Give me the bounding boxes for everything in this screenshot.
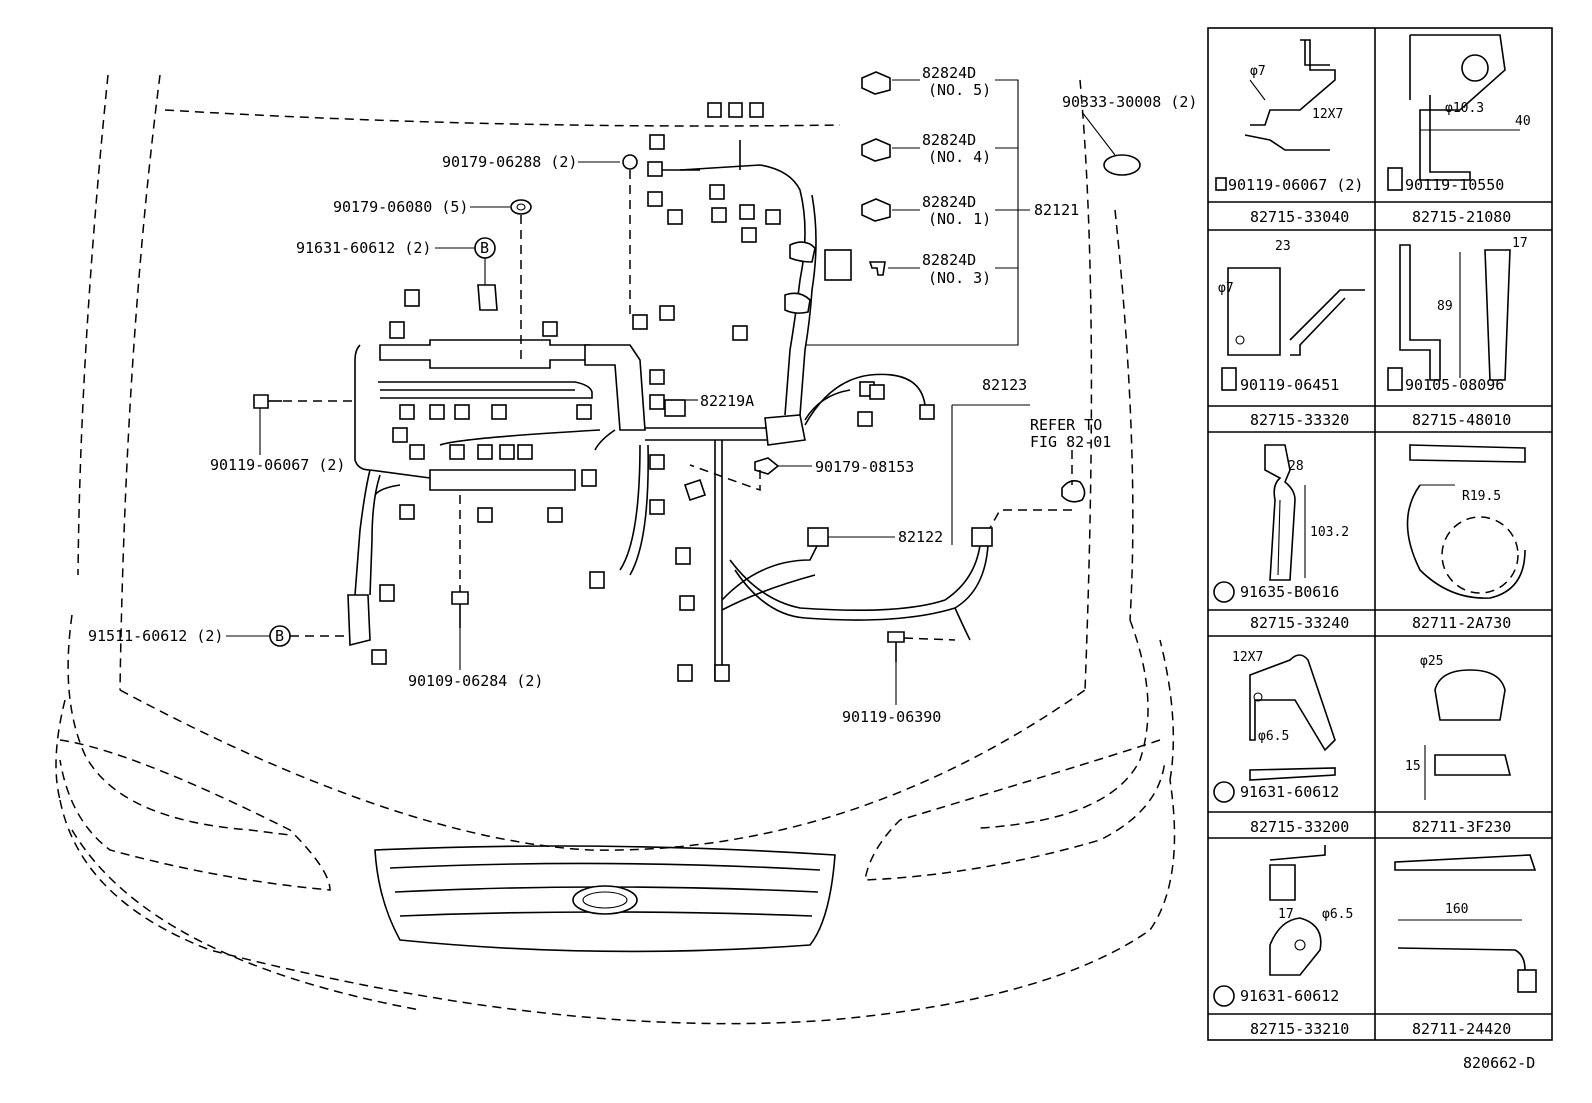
cap-no5-no: (NO. 5): [928, 81, 991, 99]
panel-dim: φ7: [1218, 281, 1234, 296]
relay-block-icon: [664, 399, 686, 417]
panel-dim: 103.2: [1310, 525, 1349, 540]
cap-icon-no5: [861, 71, 891, 95]
panel-part-label: 91635-B0616: [1240, 583, 1339, 601]
bolt-90119-06067-label: 90119-06067 (2): [210, 456, 345, 474]
panel-82715-33040: φ7 12X7 90119-06067 (2) 82715-33040: [1215, 39, 1363, 226]
panel-caption: 82715-33040: [1250, 208, 1349, 226]
nut-label: 90179-06080 (5): [333, 198, 468, 216]
panel-dim: φ6.5: [1258, 729, 1289, 744]
vehicle-outline: [55, 74, 1176, 1025]
panel-82715-48010: 17 89 90105-08096 82715-48010: [1387, 236, 1528, 429]
b-marker-icon: [1213, 581, 1235, 603]
panel-82711-2A730: R19.5 82711-2A730: [1406, 444, 1526, 632]
b-marker-icon: [1213, 781, 1235, 803]
parts-table: φ7 12X7 90119-06067 (2) 82715-33040 φ10.…: [1207, 27, 1553, 1041]
cap-no3-part: 82824D: [922, 251, 976, 269]
bolt-90119-06390-label: 90119-06390: [842, 708, 941, 726]
bolt-icon: [1215, 177, 1227, 191]
engine-wire-harness: [347, 102, 993, 682]
b-marker-icon: [1213, 985, 1235, 1007]
panel-82715-33210: 17 φ6.5 91631-60612 82715-33210: [1213, 845, 1353, 1038]
panel-dim: 89: [1437, 299, 1453, 314]
flange-nut-icon: [754, 457, 780, 475]
bolt-icon: [1387, 167, 1403, 191]
panel-dim: 17: [1278, 907, 1294, 922]
cap-no4-no: (NO. 4): [928, 148, 991, 166]
bolt-icon: [451, 591, 469, 605]
panel-caption: 82715-33200: [1250, 818, 1349, 836]
panel-part-label: 90105-08096: [1405, 376, 1504, 394]
part-labels: 82824D (NO. 5) 82824D (NO. 4) 82824D (NO…: [88, 64, 1197, 726]
fastener-icons: B B: [253, 71, 1141, 662]
nut-icon: [510, 199, 532, 215]
bolt-91631-label: 91631-60612 (2): [296, 239, 431, 257]
harness-connectors: [347, 102, 993, 682]
panel-dim: 15: [1405, 759, 1421, 774]
harness-82123-label: 82123: [982, 376, 1027, 394]
grommet-icon: [1103, 154, 1141, 176]
panel-caption: 82715-48010: [1412, 411, 1511, 429]
panel-82715-33240: 28 103.2 91635-B0616 82715-33240: [1213, 444, 1349, 632]
grommet-label: 90333-30008 (2): [1062, 93, 1197, 111]
clip-label: 90179-06288 (2): [442, 153, 577, 171]
cap-icon-no3: [868, 261, 886, 276]
panel-dim: 28: [1288, 459, 1304, 474]
panel-part-label: 91631-60612: [1240, 783, 1339, 801]
panel-caption: 82711-24420: [1412, 1020, 1511, 1038]
grommet-icon: [1061, 480, 1086, 503]
panel-dim: 17: [1512, 236, 1528, 251]
b-marker-label: B: [275, 627, 284, 645]
cap-no4-part: 82824D: [922, 131, 976, 149]
panel-dim: R19.5: [1462, 489, 1501, 504]
harness-82122-label: 82122: [898, 528, 943, 546]
bolt-icon: [887, 631, 905, 643]
bolt-91511-label: 91511-60612 (2): [88, 627, 223, 645]
nut-08153-label: 90179-08153: [815, 458, 914, 476]
harness-main-label: 82121: [1034, 201, 1079, 219]
panel-part-label: 90119-06451: [1240, 376, 1339, 394]
panel-dim: 12X7: [1312, 107, 1343, 122]
panel-82715-33320: 23 φ7 90119-06451 82715-33320: [1218, 239, 1365, 429]
panel-part-label: 91631-60612: [1240, 987, 1339, 1005]
bolt-icon: [1221, 367, 1237, 391]
cap-no5-part: 82824D: [922, 64, 976, 82]
panel-caption: 82715-33210: [1250, 1020, 1349, 1038]
relay-block-label: 82219A: [700, 392, 754, 410]
panel-dim: 12X7: [1232, 650, 1263, 665]
panel-dim: φ6.5: [1322, 907, 1353, 922]
panel-dim: φ25: [1420, 654, 1443, 669]
bolt-icon: [253, 394, 269, 409]
leader-lines: [226, 79, 1116, 705]
panel-caption: 82711-3F230: [1412, 818, 1511, 836]
b-marker-label: B: [480, 239, 489, 257]
cap-icon-no1: [861, 198, 891, 222]
panel-82711-3F230: φ25 15 82711-3F230: [1405, 654, 1511, 836]
panel-part-label: 90119-06067 (2): [1228, 176, 1363, 194]
figure-code: 820662-D: [1463, 1054, 1535, 1072]
panel-dim: 160: [1445, 902, 1468, 917]
panel-82715-33200: 12X7 φ6.5 91631-60612 82715-33200: [1213, 650, 1349, 836]
cap-no3-no: (NO. 3): [928, 269, 991, 287]
clip-icon: [622, 154, 638, 170]
refer-line1: REFER TO: [1030, 416, 1102, 434]
panel-dim: 40: [1515, 114, 1531, 129]
panel-dim: 23: [1275, 239, 1291, 254]
cap-icon-no4: [861, 138, 891, 162]
panel-caption: 82715-33240: [1250, 614, 1349, 632]
refer-line2: FIG 82-01: [1030, 433, 1111, 451]
panel-82715-21080: φ10.3 40 90119-10550 82715-21080: [1387, 34, 1531, 226]
bolt-icon: [1387, 367, 1403, 391]
bolt-90109-label: 90109-06284 (2): [408, 672, 543, 690]
panel-caption: 82711-2A730: [1412, 614, 1511, 632]
panel-part-label: 90119-10550: [1405, 176, 1504, 194]
panel-82711-24420: 160 82711-24420: [1394, 854, 1537, 1038]
cap-no1-no: (NO. 1): [928, 210, 991, 228]
panel-caption: 82715-33320: [1250, 411, 1349, 429]
panel-dim: φ7: [1250, 64, 1266, 79]
cap-no1-part: 82824D: [922, 193, 976, 211]
panel-caption: 82715-21080: [1412, 208, 1511, 226]
panel-dim: φ10.3: [1445, 101, 1484, 116]
